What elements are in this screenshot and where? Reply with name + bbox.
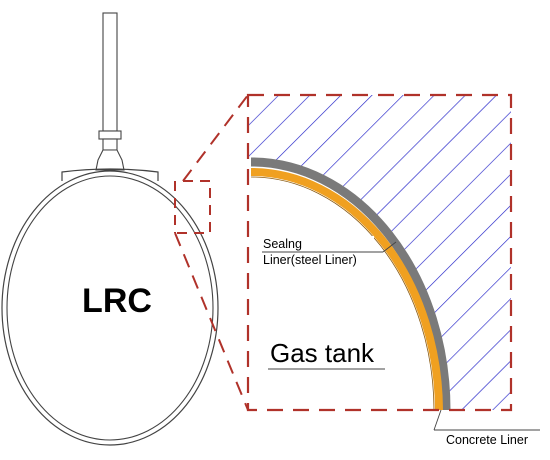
shaft-pipe bbox=[102, 12, 118, 132]
shaft-collar bbox=[102, 138, 118, 151]
detail-box-small bbox=[174, 180, 211, 234]
tank-inner-shell bbox=[6, 175, 214, 441]
steel-liner bbox=[250, 157, 451, 410]
tank-neck bbox=[95, 149, 125, 171]
tank-plug bbox=[61, 168, 159, 181]
gas-tank-label: Gas tank bbox=[270, 338, 375, 368]
projection-line-bottom bbox=[174, 232, 249, 411]
projection-line-top bbox=[182, 94, 249, 182]
detail-frame bbox=[246, 93, 513, 412]
sealing-label-line1: Sealng bbox=[263, 237, 302, 251]
concrete-liner bbox=[250, 168, 443, 410]
lrc-tank: LRC bbox=[1, 12, 219, 446]
sealing-leader-tip bbox=[382, 241, 397, 253]
sealing-label-line2: Liner(steel Liner) bbox=[263, 253, 357, 267]
concrete-leader-tip bbox=[433, 409, 442, 431]
tank-label: LRC bbox=[82, 282, 152, 320]
detail-view bbox=[248, 95, 511, 410]
liner-inner-edge bbox=[250, 176, 435, 410]
tank-outer-shell bbox=[1, 170, 219, 446]
shaft-coupling bbox=[98, 130, 122, 140]
concrete-label: Concrete Liner bbox=[446, 433, 528, 447]
